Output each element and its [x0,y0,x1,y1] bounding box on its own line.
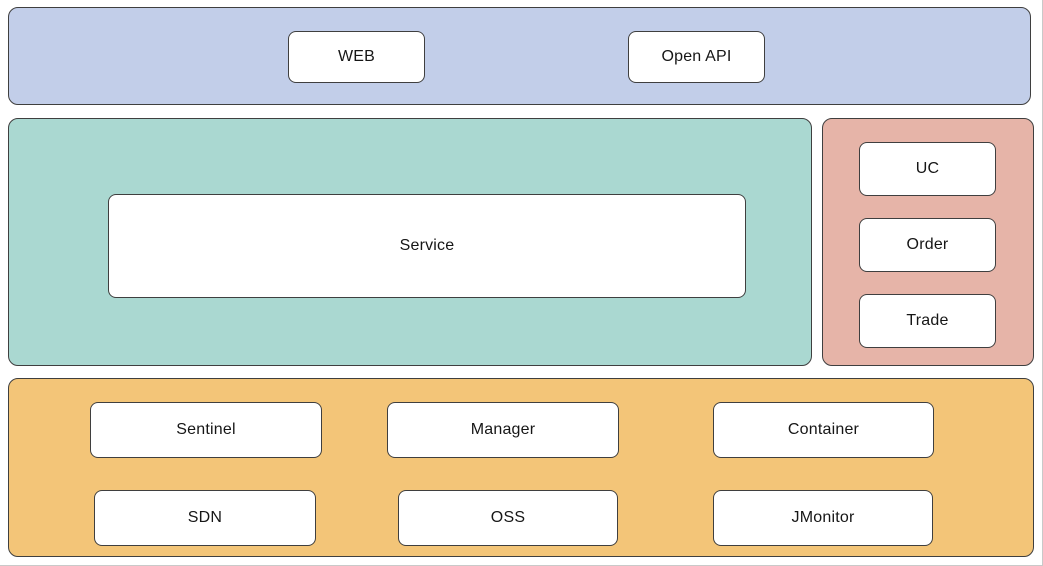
service-node[interactable]: Service [108,194,746,298]
open-api-node-label: Open API [661,48,732,65]
trade-node-label: Trade [906,312,949,329]
uc-node-label: UC [915,160,940,177]
infrastructure-layer-band: Sentinel Manager Container SDN OSS JMoni… [8,378,1034,557]
manager-node-label: Manager [470,421,536,438]
service-node-label: Service [399,237,455,254]
trade-node[interactable]: Trade [859,294,996,348]
jmonitor-node[interactable]: JMonitor [713,490,933,546]
oss-node-label: OSS [490,509,526,526]
order-node-label: Order [906,236,949,253]
container-node-label: Container [787,421,860,438]
oss-node[interactable]: OSS [398,490,618,546]
uc-node[interactable]: UC [859,142,996,196]
business-layer-band: UC Order Trade [822,118,1034,366]
sdn-node[interactable]: SDN [94,490,316,546]
jmonitor-node-label: JMonitor [791,509,855,526]
access-layer-band: WEB Open API [8,7,1031,105]
web-node-label: WEB [337,48,376,65]
service-layer-band: Service [8,118,812,366]
sdn-node-label: SDN [187,509,223,526]
manager-node[interactable]: Manager [387,402,619,458]
sentinel-node[interactable]: Sentinel [90,402,322,458]
sentinel-node-label: Sentinel [176,421,236,438]
web-node[interactable]: WEB [288,31,425,83]
container-node[interactable]: Container [713,402,934,458]
order-node[interactable]: Order [859,218,996,272]
open-api-node[interactable]: Open API [628,31,765,83]
